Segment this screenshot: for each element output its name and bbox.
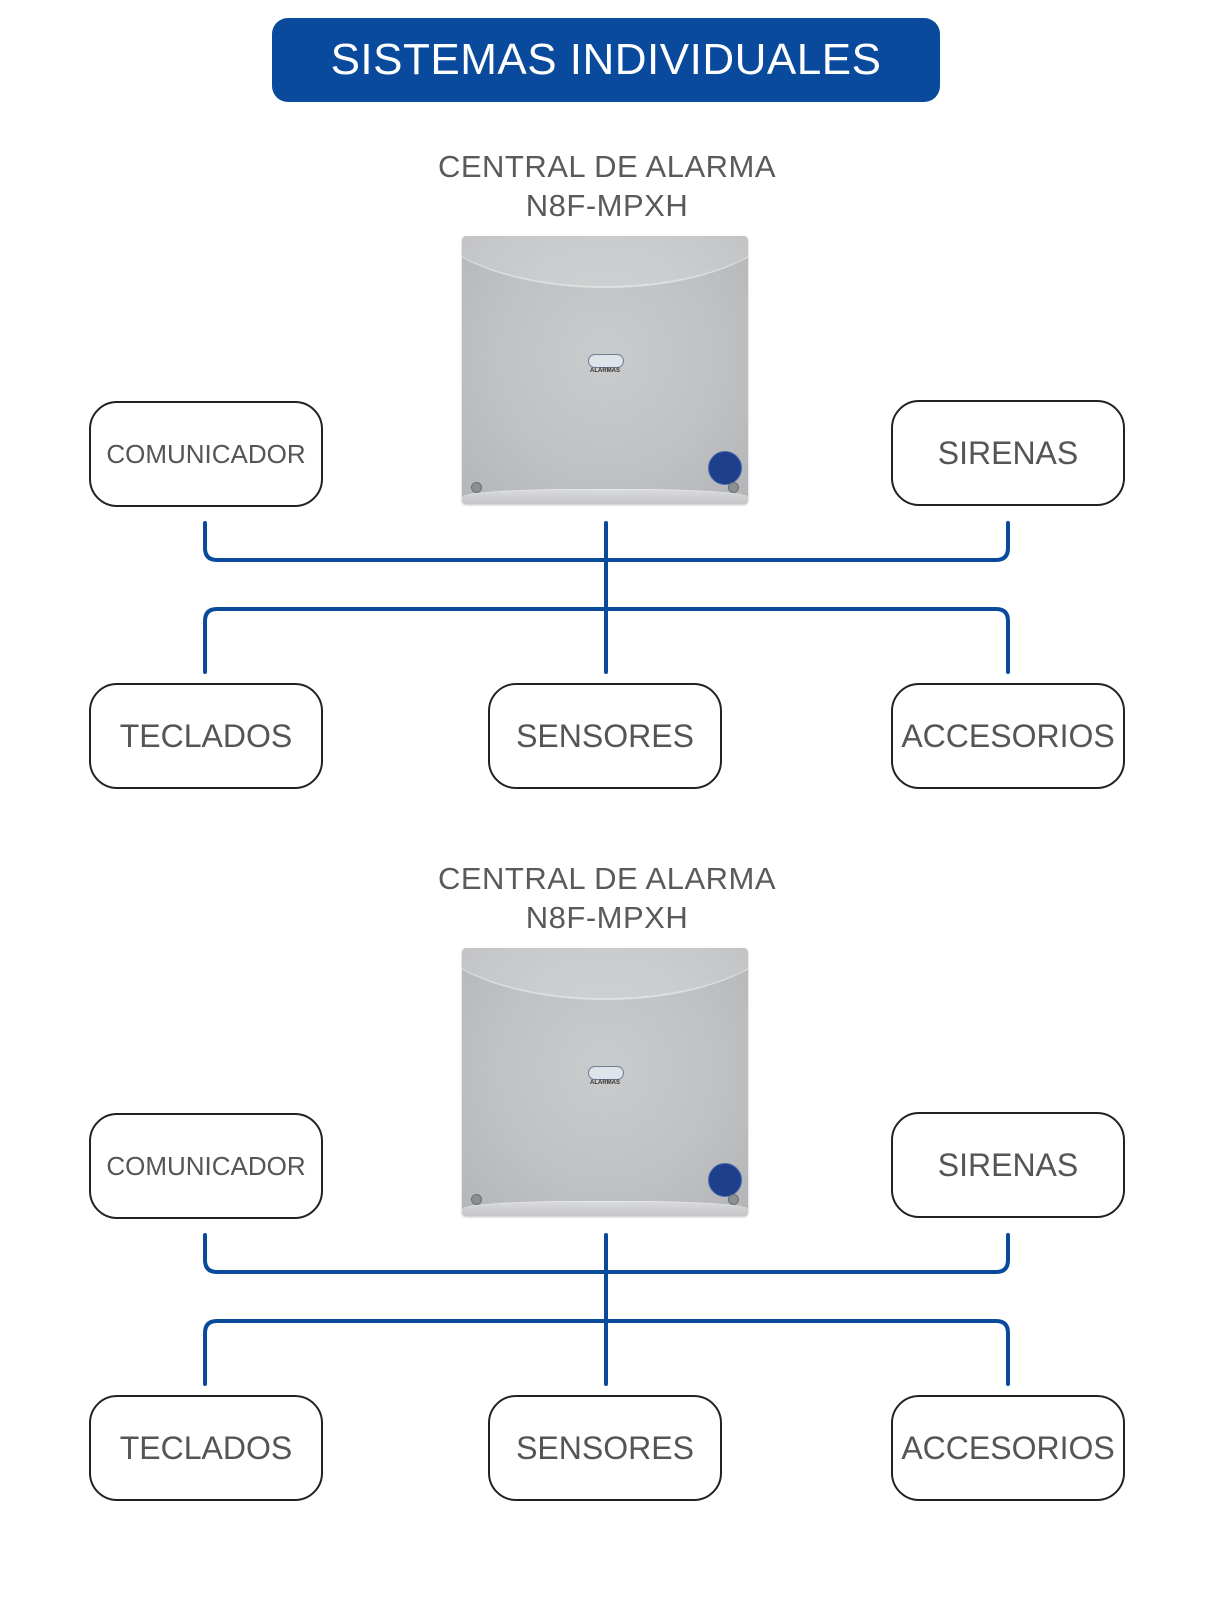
brand-logo-icon: ALARMAS — [588, 1066, 624, 1088]
device-caption-line2: N8F-MPXH — [525, 188, 689, 223]
logo-ring — [588, 354, 624, 368]
node-sirenas: SIRENAS — [891, 400, 1125, 506]
alarm-panel-image: ALARMAS — [462, 236, 748, 504]
node-sensores: SENSORES — [488, 1395, 722, 1501]
title-banner: SISTEMAS INDIVIDUALES — [272, 18, 940, 102]
node-comunicador: COMUNICADOR — [89, 1113, 323, 1219]
system-diagram-1: CENTRAL DE ALARMA N8F-MPXH ALARMAS COMUN… — [0, 145, 1214, 825]
connection-lines — [203, 1233, 1010, 1386]
panel-bottom-band — [462, 489, 748, 504]
node-sirenas: SIRENAS — [891, 1112, 1125, 1218]
alarm-panel-image: ALARMAS — [462, 948, 748, 1216]
node-sensores: SENSORES — [488, 683, 722, 789]
logo-text: ALARMAS — [590, 368, 620, 374]
node-teclados: TECLADOS — [89, 1395, 323, 1501]
system-diagram-2: CENTRAL DE ALARMA N8F-MPXH ALARMAS COMUN… — [0, 857, 1214, 1537]
logo-ring — [588, 1066, 624, 1080]
logo-text: ALARMAS — [590, 1080, 620, 1086]
certification-badge-icon — [708, 1163, 742, 1197]
device-caption-line1: CENTRAL DE ALARMA — [437, 861, 777, 896]
device-caption-line2: N8F-MPXH — [525, 900, 689, 935]
device-caption-line1: CENTRAL DE ALARMA — [437, 149, 777, 184]
connection-lines — [203, 521, 1010, 674]
certification-badge-icon — [708, 451, 742, 485]
node-accesorios: ACCESORIOS — [891, 1395, 1125, 1501]
panel-bottom-band — [462, 1201, 748, 1216]
brand-logo-icon: ALARMAS — [588, 354, 624, 376]
node-teclados: TECLADOS — [89, 683, 323, 789]
node-accesorios: ACCESORIOS — [891, 683, 1125, 789]
banner-title: SISTEMAS INDIVIDUALES — [330, 35, 882, 84]
node-comunicador: COMUNICADOR — [89, 401, 323, 507]
